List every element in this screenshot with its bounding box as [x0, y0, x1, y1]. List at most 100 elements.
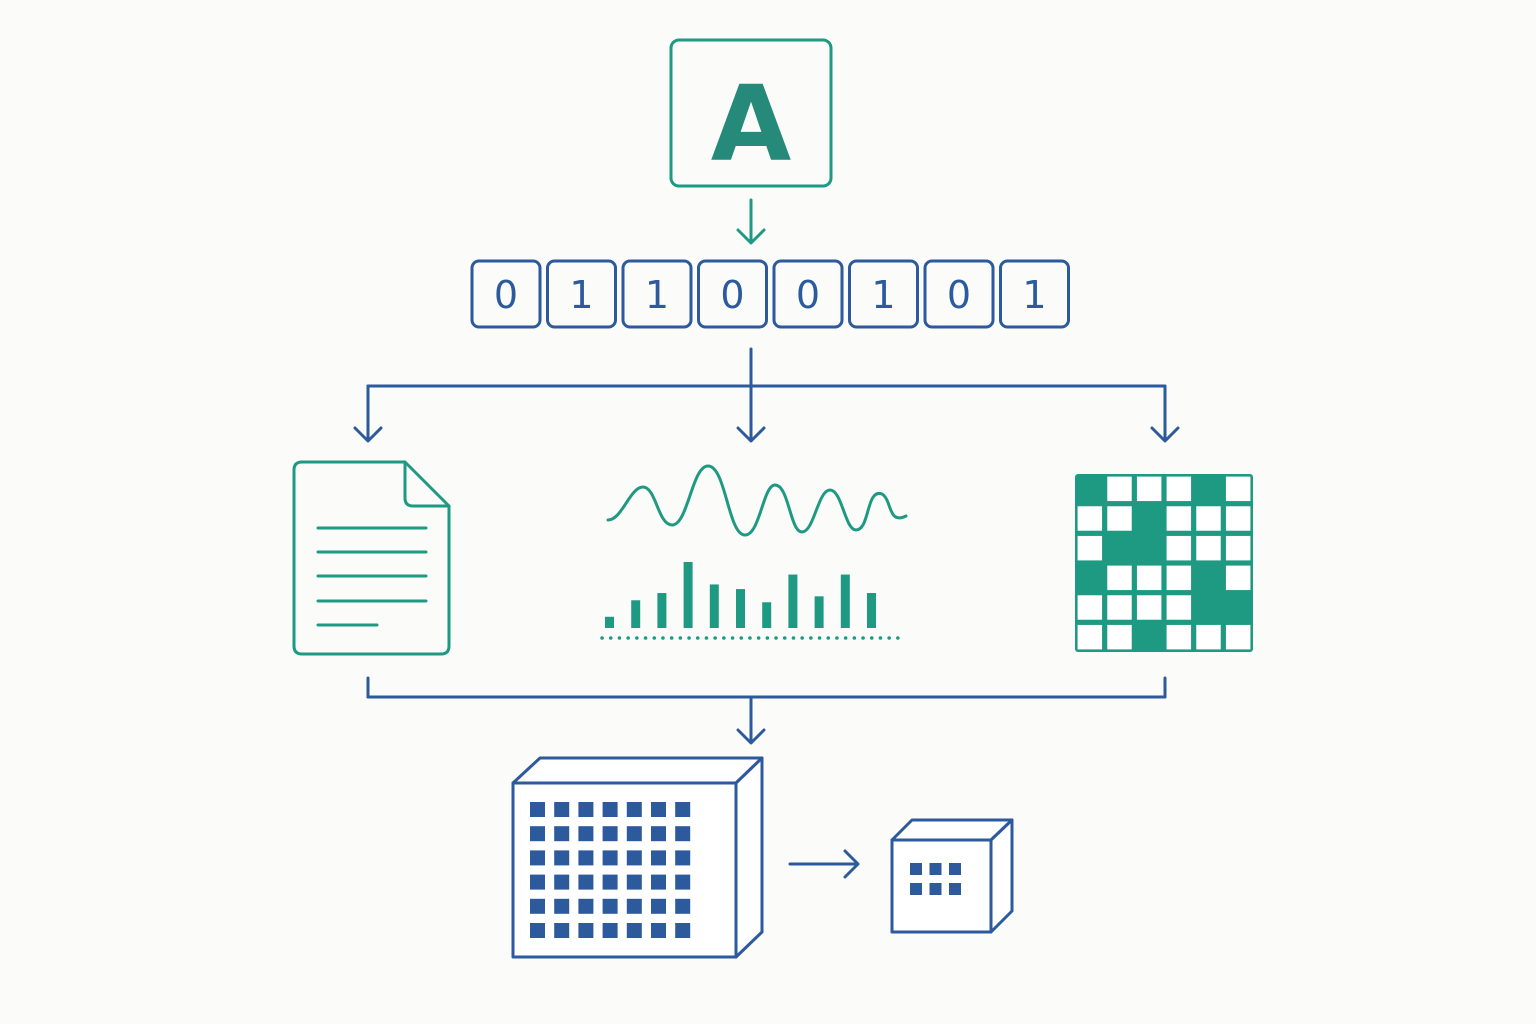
grid-cell-empty: [1166, 476, 1192, 502]
tensor-cell: [602, 850, 618, 866]
grid-cell-empty: [1077, 624, 1103, 650]
tensor-cell: [651, 874, 666, 890]
bit-cell: 0: [697, 259, 768, 329]
tensor-cell: [675, 826, 691, 842]
grid-cell-empty: [1107, 506, 1132, 531]
tensor-cell: [626, 898, 642, 914]
grid-cell-empty: [1136, 565, 1162, 591]
arrow-to-small-tensor: [788, 849, 860, 879]
tensor-cell: [626, 802, 642, 817]
grid-cell-empty: [1107, 595, 1132, 620]
tensor-cell: [530, 850, 545, 866]
tensor-cell: [578, 874, 594, 890]
glyph-box: [669, 38, 833, 188]
grid-cell-empty: [1107, 565, 1132, 591]
glyph-character: A: [711, 63, 792, 185]
waveform-spectrum-icon: [600, 464, 908, 640]
spectrum-bar: [840, 574, 850, 628]
spectrum-bars: [605, 562, 876, 628]
tensor-cell: [554, 826, 570, 842]
bit-value: 0: [796, 273, 820, 317]
tensor-cell: [626, 850, 642, 866]
grid-cell-empty: [1196, 506, 1221, 531]
grid-cell-empty: [1225, 565, 1251, 591]
spectrum-bar: [788, 574, 798, 628]
tensor-cell: [578, 826, 594, 842]
grid-cell-empty: [1077, 506, 1103, 531]
grid-cell-empty: [1225, 535, 1251, 561]
spectrum-bar: [709, 584, 719, 628]
bit-cell: 0: [772, 259, 844, 329]
grid-cell-empty: [1225, 476, 1251, 502]
tensor-cell: [602, 898, 618, 914]
tensor-cell: [651, 802, 666, 817]
tensor-cell: [651, 898, 666, 914]
tensor-cell: [675, 874, 691, 890]
tensor-cell: [910, 863, 922, 875]
tensor-cell: [530, 826, 545, 842]
tensor-cell: [949, 883, 961, 895]
tensor-cell: [530, 802, 545, 817]
tensor-cell: [675, 850, 691, 866]
bit-value: 1: [871, 273, 895, 317]
tensor-cell: [578, 898, 594, 914]
grid-cell-empty: [1107, 476, 1132, 502]
tensor-cell: [929, 863, 942, 875]
tensor-cell: [530, 898, 545, 914]
grid-cell-empty: [1077, 595, 1103, 620]
spectrum-bar: [736, 589, 745, 628]
bit-cell: 0: [923, 259, 995, 329]
grid-cell-empty: [1166, 624, 1192, 650]
tensor-cell: [651, 826, 666, 842]
bit-cell: 1: [546, 259, 617, 329]
tensor-cell: [626, 874, 642, 890]
bit-cell: 0: [470, 259, 542, 329]
bit-value: 0: [947, 273, 971, 317]
waveform-line: [606, 464, 908, 537]
tensor-cell: [578, 850, 594, 866]
tensor-cell: [929, 883, 942, 895]
tensor-cell: [910, 883, 922, 895]
tensor-cell: [578, 923, 594, 938]
grid-cell-empty: [1136, 595, 1162, 620]
spectrum-bar: [605, 616, 614, 628]
grid-cell-empty: [1225, 624, 1251, 650]
tensor-cell: [949, 863, 961, 875]
split-connector: [353, 347, 1180, 443]
bit-value: 1: [1022, 273, 1046, 317]
tensor-cell: [554, 923, 570, 938]
small-tensor-icon: [890, 818, 1014, 934]
binary-grid-icon: [1075, 474, 1253, 652]
spectrum-bar: [762, 602, 772, 628]
tensor-cell: [602, 923, 618, 938]
grid-cell-empty: [1225, 506, 1251, 531]
arrow-glyph-to-bits: [736, 198, 766, 245]
tensor-cell: [578, 802, 594, 817]
bit-value: 0: [720, 273, 744, 317]
spectrum-bar: [657, 593, 667, 628]
tensor-cell: [675, 898, 691, 914]
grid-cell-empty: [1136, 476, 1162, 502]
tensor-cell: [554, 874, 570, 890]
tensor-cell: [651, 923, 666, 938]
bit-cell: 1: [999, 259, 1070, 329]
tensor-cell: [554, 802, 570, 817]
grid-cell-empty: [1107, 624, 1132, 650]
spectrum-bar: [683, 562, 693, 628]
tensor-cell: [530, 874, 545, 890]
bit-value: 1: [569, 273, 593, 317]
tensor-cell: [626, 826, 642, 842]
tensor-cell: [554, 898, 570, 914]
grid-cell-empty: [1166, 535, 1192, 561]
document-icon: [292, 460, 451, 656]
tensor-cell: [602, 826, 618, 842]
large-tensor-icon: [511, 756, 764, 959]
merge-connector: [366, 676, 1167, 745]
tensor-cell: [651, 850, 666, 866]
tensor-cell: [675, 802, 691, 817]
bit-cell: 1: [848, 259, 919, 329]
tensor-cell: [626, 923, 642, 938]
spectrum-bar: [814, 596, 824, 628]
